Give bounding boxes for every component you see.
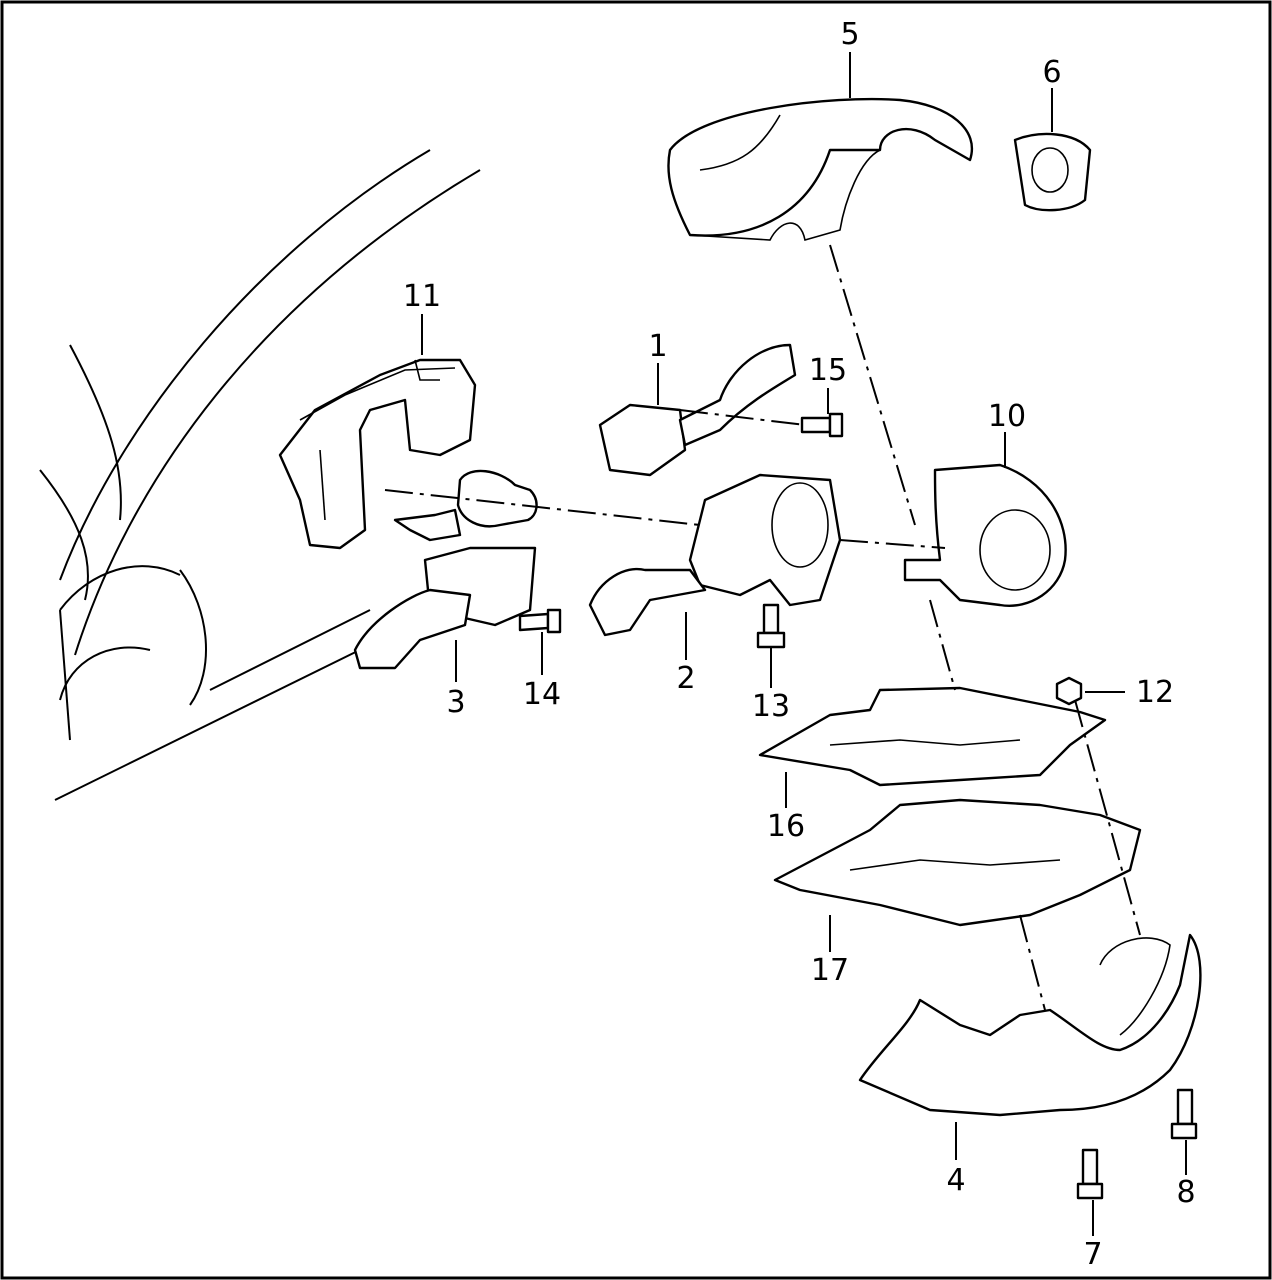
column-switch-2 (588, 473, 842, 637)
switch-1 (598, 343, 797, 477)
callout-1: 1 (648, 329, 667, 364)
callout-4: 4 (946, 1163, 965, 1198)
screw-14 (518, 608, 562, 634)
callout-8: 8 (1176, 1175, 1195, 1210)
callout-2: 2 (676, 661, 695, 696)
callout-7: 7 (1083, 1237, 1102, 1272)
ignition-ring (1013, 132, 1092, 212)
mounting-plate (758, 686, 1107, 787)
screw-8 (1170, 1088, 1198, 1140)
callout-11: 11 (403, 279, 441, 314)
assembly-axes (384, 244, 1141, 1011)
upper-column-trim (667, 97, 973, 242)
nut-12 (1055, 676, 1083, 706)
screw-7 (1076, 1148, 1104, 1200)
callout-15: 15 (809, 353, 847, 388)
callout-10: 10 (988, 399, 1026, 434)
lower-trim-top (773, 798, 1142, 927)
callout-17: 17 (811, 953, 849, 988)
callout-3: 3 (446, 685, 465, 720)
callout-6: 6 (1042, 55, 1061, 90)
callout-labels: 5 6 11 1 15 10 3 14 2 13 12 16 17 4 8 7 (403, 17, 1196, 1272)
screw-13 (756, 603, 786, 649)
callout-12: 12 (1136, 675, 1174, 710)
clock-spring (903, 463, 1067, 607)
callout-5: 5 (840, 17, 859, 52)
leader-lines (421, 52, 1187, 1236)
callout-13: 13 (752, 689, 790, 724)
lock-cylinder (393, 469, 538, 542)
dashboard-outline (39, 149, 481, 801)
control-unit (278, 358, 477, 550)
switch-3 (353, 546, 537, 670)
callout-14: 14 (523, 677, 561, 712)
callout-16: 16 (767, 809, 805, 844)
screw-15 (800, 412, 844, 438)
lower-column-trim (858, 933, 1202, 1117)
